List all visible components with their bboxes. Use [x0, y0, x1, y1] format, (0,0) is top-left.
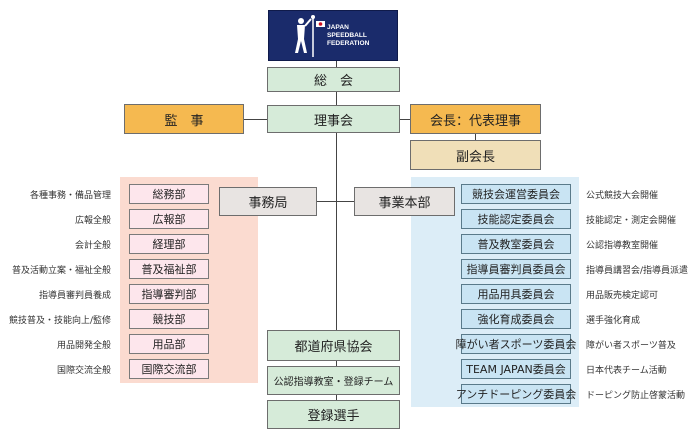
committee-skill-certification: 技能認定委員会 [461, 209, 571, 229]
business-hq-box: 事業本部 [354, 187, 455, 216]
speedball-player-icon [295, 15, 325, 57]
connector-logo-to-assembly [336, 61, 337, 67]
committee-desc-development: 選手強化育成 [586, 316, 641, 326]
registered-players-box: 登録選手 [267, 400, 400, 429]
committee-desc-coach-referee: 指導員講習会/指導員派遣 [586, 266, 689, 276]
dept-desc-promotion-welfare: 普及活動立案・福祉全般 [11, 266, 111, 276]
dept-international: 国際交流部 [129, 359, 209, 379]
dept-desc-public-relations: 広報全般 [74, 216, 111, 226]
dept-desc-competition: 競技普及・技能向上/監修 [8, 316, 111, 326]
dept-competition: 競技部 [129, 309, 209, 329]
committee-para-sports: 障がい者スポーツ委員会 [456, 334, 576, 354]
prefectural-associations-box: 都道府県協会 [267, 330, 400, 361]
committee-team-japan: TEAM JAPAN委員会 [461, 359, 571, 379]
committee-development: 強化育成委員会 [461, 309, 571, 329]
logo-line-3: FEDERATION [327, 40, 370, 47]
dept-equipment: 用品部 [129, 334, 209, 354]
dept-promotion-welfare: 普及福祉部 [129, 259, 209, 279]
dept-general-affairs: 総務部 [129, 184, 209, 204]
secretariat-box: 事務局 [219, 187, 317, 216]
connector-president-to-vice [475, 134, 476, 140]
general-assembly-box: 総 会 [267, 67, 400, 92]
committee-desc-competition-operations: 公式競技大会開催 [586, 191, 659, 201]
committee-desc-equipment: 用品販売検定認可 [586, 291, 659, 301]
dept-desc-general-affairs: 各種事務・備品管理 [29, 191, 111, 201]
committee-equipment: 用品用具委員会 [461, 284, 571, 304]
dept-coaching-referee: 指導審判部 [129, 284, 209, 304]
committee-competition-operations: 競技会運営委員会 [461, 184, 571, 204]
dept-desc-international: 国際交流全般 [56, 366, 111, 376]
board-of-directors-box: 理事会 [267, 105, 400, 133]
president-box: 会長：代表理事 [410, 104, 541, 134]
federation-logo: JAPAN SPEEDBALL FEDERATION [268, 10, 398, 61]
logo-line-2: SPEEDBALL [327, 32, 367, 39]
committee-desc-promotion-classes: 公認指導教室開催 [586, 241, 659, 251]
connector-team-to-players [336, 395, 337, 400]
connector-assembly-to-board [336, 92, 337, 105]
connector-main-trunk [336, 133, 337, 330]
dept-public-relations: 広報部 [129, 209, 209, 229]
dept-desc-coaching-referee: 指導員審判員養成 [38, 291, 111, 301]
committee-desc-para-sports: 障がい者スポーツ普及 [586, 341, 676, 351]
vice-president-box: 副会長 [410, 140, 541, 170]
connector-secretariat-branch [317, 201, 337, 202]
logo-text: JAPAN SPEEDBALL FEDERATION [327, 24, 369, 48]
auditor-box: 監 事 [124, 104, 244, 134]
committee-anti-doping: アンチドーピング委員会 [456, 384, 576, 404]
certified-classes-teams-box: 公認指導教室・登録チーム [267, 366, 400, 395]
dept-desc-equipment: 用品開発全般 [56, 341, 111, 351]
logo-line-1: JAPAN [327, 24, 349, 31]
committee-desc-anti-doping: ドーピング防止啓蒙活動 [586, 391, 686, 401]
committee-desc-team-japan: 日本代表チーム活動 [586, 366, 667, 376]
dept-desc-accounting: 会計全般 [74, 241, 111, 251]
dept-accounting: 経理部 [129, 234, 209, 254]
connector-business-branch [337, 201, 354, 202]
connector-prefectural-to-team [336, 361, 337, 366]
committee-coach-referee: 指導員審判員委員会 [461, 259, 571, 279]
committee-desc-skill-certification: 技能認定・測定会開催 [586, 216, 677, 226]
committee-promotion-classes: 普及教室委員会 [461, 234, 571, 254]
